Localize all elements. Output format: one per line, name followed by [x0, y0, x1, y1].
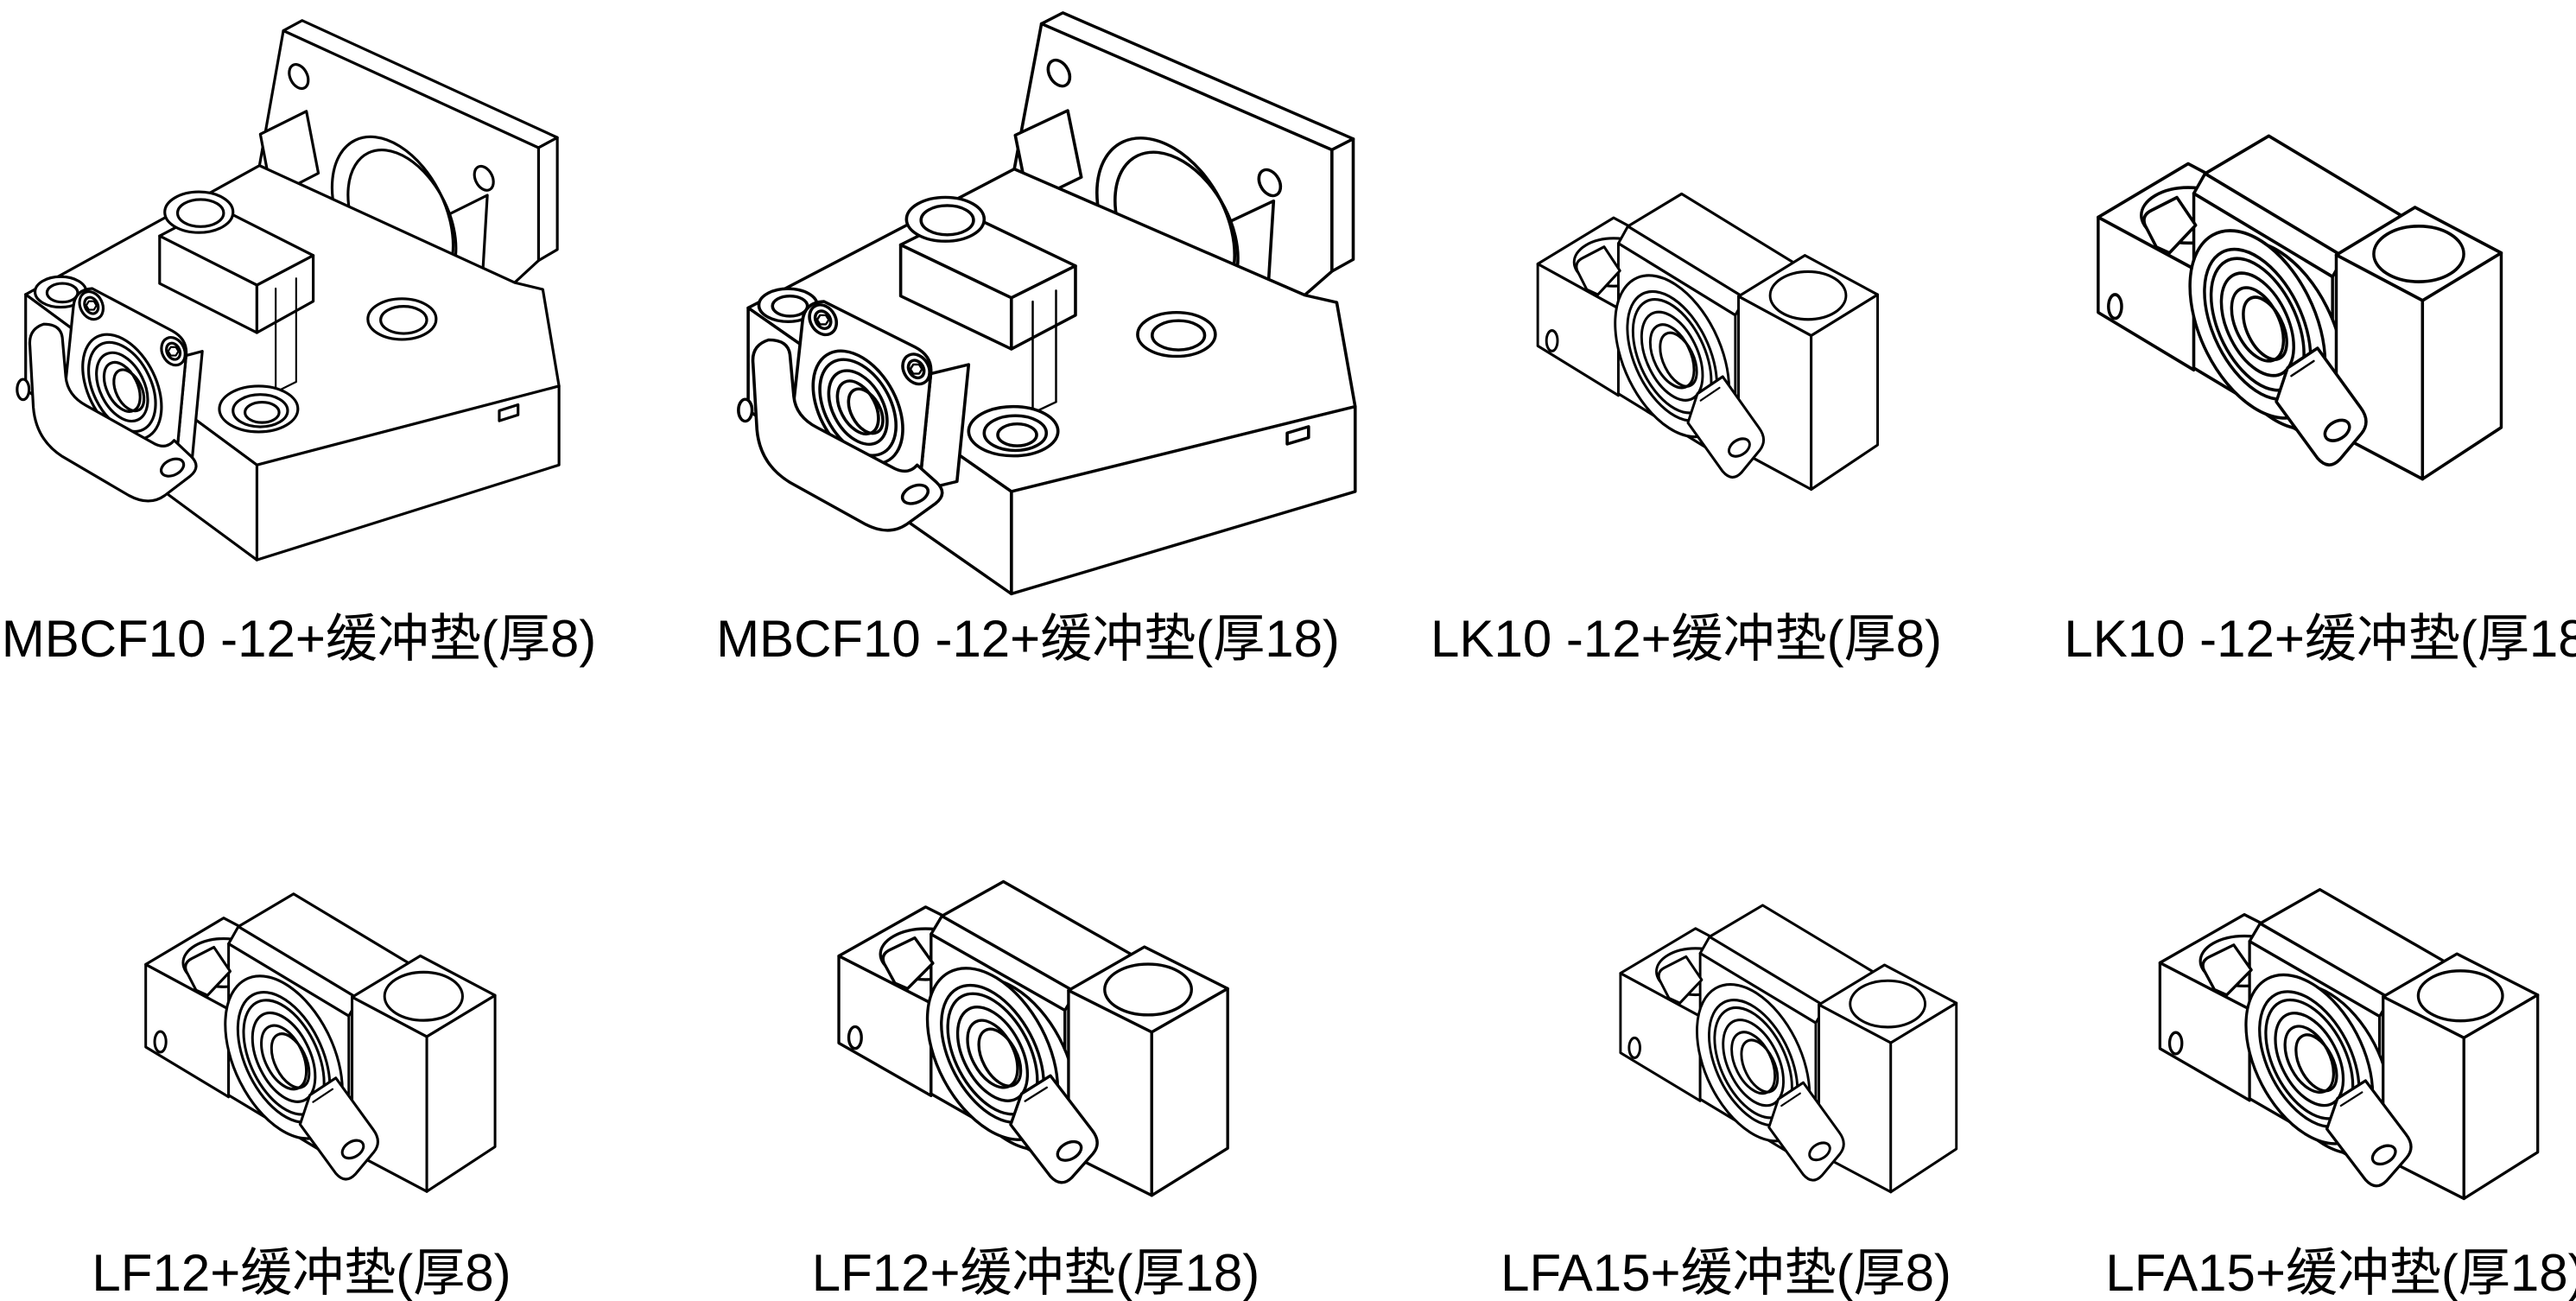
isometric-drawing-lfa15-pad18 — [2141, 845, 2554, 1238]
isometric-drawing-mbcf10-pad18 — [724, 0, 1365, 603]
product-label: LF12+缓冲垫(厚8) — [92, 1244, 511, 1301]
isometric-drawing-lfa15-pad8 — [1603, 864, 1970, 1228]
product-label: LFA15+缓冲垫(厚8) — [1501, 1244, 1951, 1301]
product-label: LF12+缓冲垫(厚18) — [811, 1244, 1260, 1301]
isometric-drawing-lk10-pad8 — [1520, 151, 1892, 527]
product-label: LFA15+缓冲垫(厚18) — [2105, 1244, 2576, 1301]
product-label: MBCF10 -12+缓冲垫(厚18) — [716, 610, 1340, 668]
isometric-drawing-lf12-pad18 — [819, 836, 1244, 1235]
product-label: LK10 -12+缓冲垫(厚8) — [1431, 610, 1942, 668]
isometric-drawing-lf12-pad8 — [128, 851, 510, 1229]
product-label: LK10 -12+缓冲垫(厚18) — [2064, 610, 2576, 668]
product-label: MBCF10 -12+缓冲垫(厚8) — [1, 610, 597, 668]
isometric-drawing-mbcf10-pad8 — [4, 9, 568, 568]
isometric-drawing-lk10-pad18 — [2078, 86, 2518, 523]
